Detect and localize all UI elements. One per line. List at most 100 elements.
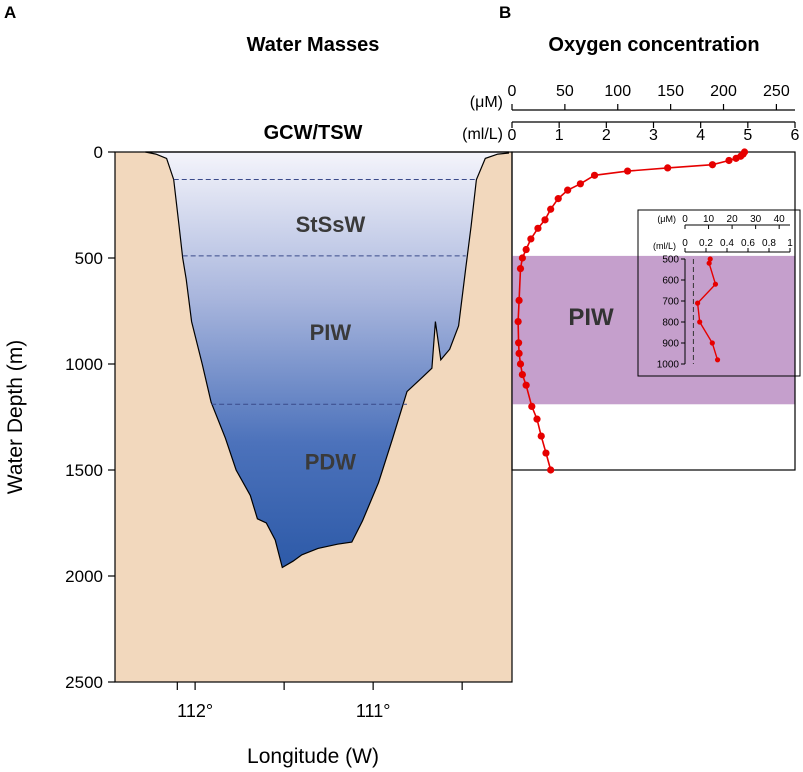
panel-b-mll-tick-label: 1: [555, 127, 564, 144]
oxygen-data-point: [518, 371, 526, 379]
inset-um-tick-label: 40: [774, 214, 786, 225]
panel-b-um-tick-label: 250: [763, 83, 790, 100]
oxygen-data-point: [725, 156, 733, 165]
inset-um-tick-label: 0: [682, 214, 688, 225]
panel-a-y-tick-label: 0: [94, 143, 103, 162]
oxygen-data-point: [541, 216, 549, 224]
oxygen-data-point: [515, 349, 523, 357]
inset-data-point: [707, 256, 713, 262]
panel-b-um-tick-label: 200: [710, 83, 737, 100]
oxygen-data-point: [515, 339, 523, 347]
oxygen-data-point: [534, 224, 542, 232]
piw-band: [512, 255, 795, 405]
water-mass-boundaries: [173, 179, 477, 405]
panel-b-um-units: (μM): [470, 94, 503, 111]
panel-a-y-tick-label: 500: [75, 249, 103, 268]
panel-a-x-axis-label: Longitude (W): [247, 745, 379, 768]
oxygen-data-point: [547, 466, 555, 474]
inset-data-point: [712, 281, 719, 287]
oxygen-data-point: [576, 180, 584, 188]
inset-y-tick-label: 1000: [657, 360, 680, 371]
oxygen-data-point: [522, 245, 530, 254]
oxygen-data-point: [623, 167, 632, 175]
panel-b-um-tick-label: 100: [604, 83, 631, 100]
water-mass-label: StSsW: [296, 212, 366, 237]
inset-y-tick-label: 500: [662, 255, 679, 266]
oxygen-data-point: [537, 432, 545, 440]
panel-a-y-axis: 0 500 1000 1500 2000 2500: [65, 143, 115, 692]
oxygen-data-point: [533, 415, 541, 423]
panel-b-title: Oxygen concentration: [548, 34, 759, 56]
panel-a-x-axis: 112° 111°: [176, 682, 463, 721]
oxygen-data-point: [528, 402, 536, 410]
panel-a-y-tick-label: 2500: [65, 673, 103, 692]
inset-series: [695, 256, 721, 363]
inset-mll-tick-label: 0.2: [699, 238, 713, 249]
piw-band-label: PIW: [568, 304, 614, 331]
oxygen-data-point: [564, 186, 572, 194]
panel-b-plot-frame: [511, 151, 796, 471]
inset: (μM) (ml/L) 500 600 700 800 900 1000 0 0.2 0.4 0.…: [637, 209, 801, 377]
panel-b: Oxygen concentration (μM) (ml/L) PIW 0 1 2…: [462, 34, 801, 474]
panel-a-y-tick-label: 2000: [65, 567, 103, 586]
panel-b-letter: B: [499, 3, 511, 22]
oxygen-profile-series: [514, 148, 749, 474]
oxygen-data-point: [527, 235, 535, 243]
inset-y-tick-label: 700: [662, 297, 679, 308]
oxygen-data-point: [516, 265, 525, 273]
inset-mll-tick-label: 0.4: [720, 238, 734, 249]
inset-mll-units: (ml/L): [653, 241, 676, 251]
inset-data-point: [706, 260, 712, 266]
oxygen-data-point: [518, 254, 526, 262]
panel-a-x-tick-label: 112°: [177, 701, 213, 721]
inset-um-tick-label: 30: [750, 214, 762, 225]
panel-a-y-tick-label: 1000: [65, 355, 103, 374]
inset-mll-tick-label: 0.8: [762, 238, 776, 249]
water-mass-label: PDW: [305, 450, 357, 475]
panel-b-mll-tick-label: 5: [743, 127, 752, 144]
oxygen-data-point: [732, 154, 740, 162]
panel-a-title: Water Masses: [247, 34, 380, 56]
inset-frame: [637, 209, 801, 377]
inset-data-point: [697, 319, 703, 325]
panel-a-x-tick-label: 111°: [356, 701, 391, 721]
inset-data-point: [714, 357, 721, 363]
inset-y-tick-label: 600: [662, 276, 679, 287]
inset-y-tick-label: 800: [662, 318, 679, 329]
inset-mll-tick-label: 0.6: [741, 238, 755, 249]
water-mass-label: PIW: [310, 320, 352, 345]
oxygen-data-point: [522, 381, 530, 389]
inset-mll-tick-label: 0: [682, 238, 688, 249]
panel-b-um-tick-label: 150: [657, 83, 684, 100]
inset-data-point: [695, 300, 701, 306]
oxygen-data-point: [664, 164, 672, 172]
inset-data-point: [709, 340, 715, 346]
panel-b-mll-units: (ml/L): [462, 126, 503, 143]
panel-a-y-tick-label: 1500: [65, 461, 103, 480]
panel-b-mll-tick-label: 2: [602, 127, 611, 144]
inset-um-tick-label: 20: [727, 214, 739, 225]
inset-um-units: (μM): [657, 214, 676, 224]
panel-a-y-axis-label: Water Depth (m): [4, 340, 27, 494]
panel-b-um-tick-label: 50: [556, 83, 574, 100]
panel-b-mll-tick-label: 6: [791, 127, 800, 144]
oxygen-data-point: [708, 161, 717, 169]
oxygen-data-point: [554, 195, 562, 203]
oxygen-data-point: [515, 296, 523, 304]
panel-b-top-axes: 0 1 2 3 4 5 6 0 50 100 150 200 250: [508, 83, 800, 144]
panel-a: Water Masses GCW/TSW StSsW PIW PDW 0 500 100…: [4, 34, 513, 768]
inset-um-tick-label: 10: [703, 214, 715, 225]
oxygen-data-point: [547, 205, 555, 213]
panel-b-mll-tick-label: 3: [649, 127, 658, 144]
panel-a-top-label: GCW/TSW: [264, 122, 363, 144]
oxygen-data-point: [516, 360, 525, 368]
oxygen-data-point: [590, 171, 599, 179]
panel-a-letter: A: [4, 3, 16, 22]
panel-b-mll-tick-label: 4: [696, 127, 705, 144]
inset-y-tick-label: 900: [662, 339, 679, 350]
panel-b-um-tick-label: 0: [508, 83, 517, 100]
water-mass-labels: StSsW PIW PDW: [296, 212, 366, 474]
panel-b-mll-tick-label: 0: [508, 127, 517, 144]
